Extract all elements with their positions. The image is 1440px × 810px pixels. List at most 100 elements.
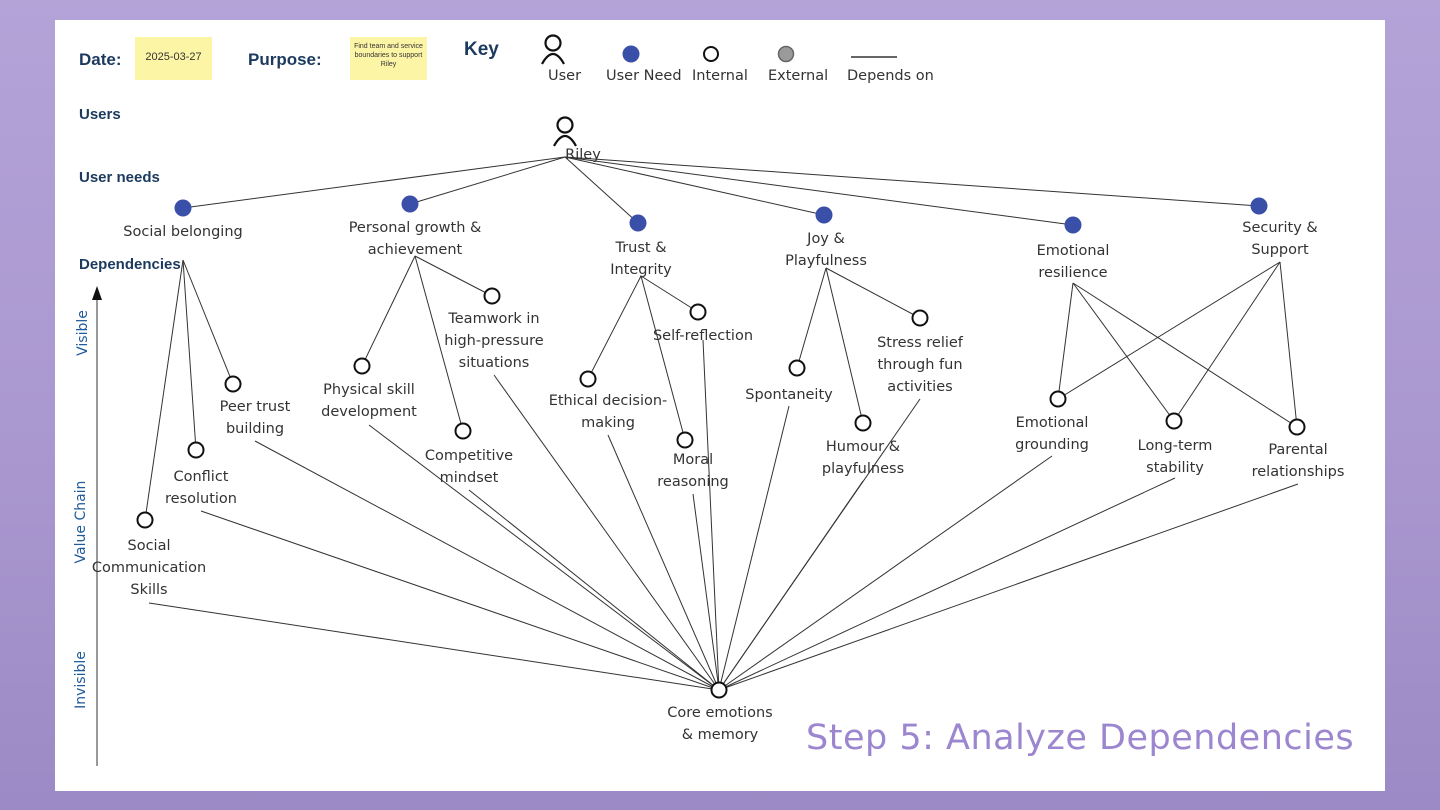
component-to-core-line <box>718 480 864 691</box>
comp-parental-relationships-label: Parental relationships <box>1251 442 1345 480</box>
key-external-label: External <box>768 68 829 84</box>
user-riley-label: Riley <box>565 147 601 163</box>
comp-peer-trust-label: Peer trust building <box>219 399 291 437</box>
purpose-sticky-note: Find team and service boundaries to supp… <box>350 37 427 80</box>
riley-to-need-line <box>182 156 566 209</box>
need-emotional-resilience-label: Emotional resilience <box>1036 243 1110 281</box>
user-need-node <box>401 195 419 213</box>
need-to-component-line <box>182 259 234 385</box>
component-to-core-line <box>148 602 720 691</box>
component-to-core-line <box>200 510 720 691</box>
component-to-core-line <box>368 424 720 691</box>
need-to-component-line <box>640 275 699 313</box>
user-need-node <box>1250 197 1268 215</box>
component-to-core-line <box>607 434 720 691</box>
component-to-core-line <box>718 455 1053 691</box>
need-to-component-line <box>587 275 642 380</box>
wardley-map-canvas: Date: 2025-03-27 Purpose: Find team and … <box>55 20 1385 791</box>
key-external-icon <box>777 45 795 63</box>
need-joy-playfulness-label: Joy & Playfulness <box>785 231 867 269</box>
comp-humour-label: Humour & playfulness <box>821 439 905 477</box>
comp-teamwork-label: Teamwork in high-pressure situations <box>444 311 544 371</box>
need-to-component-line <box>1072 282 1175 422</box>
internal-component-node <box>788 359 806 377</box>
key-user-label: User <box>548 68 582 84</box>
need-to-component-line <box>825 267 921 319</box>
key-depends-on-label: Depends on <box>847 68 934 84</box>
comp-conflict-resolution-label: Conflict resolution <box>165 469 237 507</box>
internal-component-node <box>353 357 371 375</box>
need-social-belonging-label: Social belonging <box>123 224 243 240</box>
component-to-core-line <box>718 405 790 691</box>
comp-spontaneity-label: Spontaneity <box>745 387 833 403</box>
internal-component-node <box>710 681 728 699</box>
key-title: Key <box>464 39 499 60</box>
key-user-need-label: User Need <box>606 68 682 84</box>
row-users-label: Users <box>79 106 121 123</box>
user-icon <box>553 134 577 147</box>
value-chain-axis-arrow <box>92 286 102 300</box>
user-need-node <box>1064 216 1082 234</box>
internal-component-node <box>579 370 597 388</box>
internal-component-node <box>454 422 472 440</box>
internal-component-node <box>911 309 929 327</box>
need-to-component-line <box>1173 261 1281 422</box>
comp-competitive-mindset-label: Competitive mindset <box>424 448 514 486</box>
component-to-core-line <box>718 483 1299 691</box>
riley-to-need-line <box>564 156 1074 226</box>
row-user-needs-label: User needs <box>79 169 160 186</box>
key-internal-label: Internal <box>692 68 748 84</box>
comp-ethical-decision-label: Ethical decision- making <box>548 393 668 431</box>
need-to-component-line <box>361 255 416 367</box>
comp-physical-skill-label: Physical skill development <box>321 382 417 420</box>
need-trust-integrity-label: Trust & Integrity <box>610 240 672 278</box>
need-to-component-line <box>640 275 686 441</box>
slide-title: Step 5: Analyze Dependencies <box>806 718 1355 758</box>
need-to-component-line <box>414 255 493 297</box>
internal-component-node <box>676 431 694 449</box>
internal-component-node <box>689 303 707 321</box>
need-to-component-line <box>144 259 184 521</box>
key-user-icon <box>541 52 565 65</box>
internal-component-node <box>1288 418 1306 436</box>
internal-component-node <box>1165 412 1183 430</box>
internal-component-node <box>224 375 242 393</box>
axis-value-chain-label: Value Chain <box>73 480 89 564</box>
purpose-label: Purpose: <box>248 50 322 69</box>
user-icon <box>556 116 574 134</box>
internal-component-node <box>1049 390 1067 408</box>
component-to-core-line <box>718 477 1176 691</box>
need-to-component-line <box>1057 261 1281 400</box>
key-user-icon <box>544 34 562 52</box>
comp-long-term-stability-label: Long-term stability <box>1137 438 1213 476</box>
riley-to-need-line <box>564 156 825 216</box>
internal-component-node <box>187 441 205 459</box>
key-user-need-icon <box>622 45 640 63</box>
need-to-component-line <box>825 267 864 424</box>
need-to-component-line <box>414 255 464 432</box>
date-label: Date: <box>79 50 122 69</box>
date-sticky-note: 2025-03-27 <box>135 37 212 80</box>
axis-visible-label: Visible <box>75 310 91 356</box>
need-personal-growth-label: Personal growth & achievement <box>348 220 482 258</box>
riley-to-need-line <box>564 156 639 224</box>
comp-core-emotions-label: Core emotions & memory <box>667 705 773 743</box>
user-need-node <box>815 206 833 224</box>
comp-social-communication-label: Social Communication Skills <box>91 538 207 598</box>
user-need-node <box>629 214 647 232</box>
component-to-core-line <box>468 489 720 691</box>
key-internal-icon <box>703 46 719 62</box>
user-need-node <box>174 199 192 217</box>
component-to-core-line <box>254 440 720 691</box>
riley-to-need-line <box>564 156 1260 207</box>
row-dependencies-label: Dependencies <box>79 256 181 273</box>
need-to-component-line <box>182 259 197 451</box>
need-to-component-line <box>1279 261 1298 428</box>
axis-invisible-label: Invisible <box>73 651 89 709</box>
internal-component-node <box>136 511 154 529</box>
comp-self-reflection-label: Self-reflection <box>652 328 754 344</box>
component-to-core-line <box>702 339 720 691</box>
internal-component-node <box>854 414 872 432</box>
riley-to-need-line <box>409 156 566 205</box>
map-lines-layer <box>92 34 1306 766</box>
